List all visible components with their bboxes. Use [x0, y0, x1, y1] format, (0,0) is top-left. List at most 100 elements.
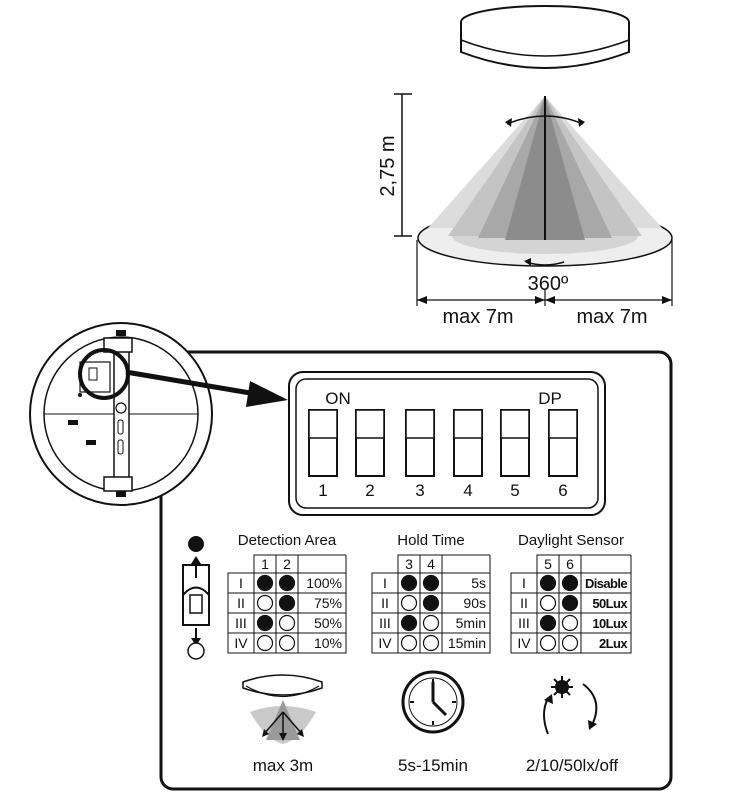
dip-switch-5[interactable]: 5 [500, 409, 530, 500]
filled-dot-icon [188, 536, 204, 552]
row-roman-label: IV [234, 635, 248, 651]
row-value: 5min [456, 615, 486, 631]
range-right-label: max 7m [576, 306, 647, 328]
detection-caption: max 3m [253, 756, 313, 775]
empty-dot-icon [187, 642, 205, 660]
table-row: IV 2Lux [517, 634, 629, 652]
dip-switch-number: 4 [463, 481, 472, 500]
table-row: II 90s [381, 594, 486, 612]
dip-switch-3[interactable]: 3 [405, 409, 435, 500]
row-value: 10% [314, 635, 342, 651]
dip-switch-1[interactable]: 1 [308, 409, 338, 500]
column-header: 4 [427, 556, 435, 572]
row-roman-label: I [383, 575, 387, 591]
empty-dot-icon [422, 614, 440, 632]
detection-area-icon [242, 674, 323, 744]
filled-dot-icon [400, 574, 418, 592]
dip-switch-number: 3 [415, 481, 424, 500]
row-roman-label: I [522, 575, 526, 591]
table-row: IV 15min [378, 634, 486, 652]
day-night-icon [543, 676, 598, 735]
filled-dot-icon [256, 574, 274, 592]
filled-dot-icon [539, 614, 557, 632]
table-row: I 5s [383, 574, 486, 592]
table-row: I 100% [239, 574, 342, 592]
detection-cone [417, 96, 673, 267]
dip-switch-2[interactable]: 2 [355, 409, 385, 500]
row-roman-label: IV [378, 635, 392, 651]
column-header: 3 [405, 556, 413, 572]
filled-dot-icon [422, 594, 440, 612]
dip-dp-label: DP [538, 389, 562, 408]
table-row: I Disable [522, 574, 628, 592]
filled-dot-icon [561, 574, 579, 592]
empty-dot-icon [278, 614, 296, 632]
dip-switch-group: 1 2 3 4 5 6 [308, 409, 578, 500]
row-value: 100% [306, 575, 342, 591]
table-row: III 5min [379, 614, 486, 632]
column-header: 2 [283, 556, 291, 572]
empty-dot-icon [561, 634, 579, 652]
row-value: 10Lux [592, 616, 628, 631]
row-roman-label: II [520, 595, 528, 611]
empty-dot-icon [256, 594, 274, 612]
row-value: 90s [463, 595, 486, 611]
row-value: 50Lux [592, 596, 628, 611]
dip-switch-6[interactable]: 6 [548, 409, 578, 500]
row-roman-label: III [379, 615, 391, 631]
row-value: 2Lux [599, 636, 628, 651]
clock-icon [401, 670, 465, 734]
filled-dot-icon [539, 574, 557, 592]
filled-dot-icon [422, 574, 440, 592]
dip-switch-4[interactable]: 4 [453, 409, 483, 500]
row-roman-label: II [237, 595, 245, 611]
daylight-caption: 2/10/50lx/off [526, 756, 619, 775]
column-header: 5 [544, 556, 552, 572]
empty-dot-icon [400, 594, 418, 612]
empty-dot-icon [561, 614, 579, 632]
empty-dot-icon [278, 634, 296, 652]
column-header: 6 [566, 556, 574, 572]
dip-switch-number: 6 [558, 481, 567, 500]
zoom-arrow [125, 369, 288, 407]
dip-on-label: ON [325, 389, 351, 408]
dip-switch-number: 1 [318, 481, 327, 500]
row-roman-label: III [235, 615, 247, 631]
row-value: Disable [585, 576, 627, 591]
row-roman-label: IV [517, 635, 531, 651]
filled-dot-icon [278, 594, 296, 612]
row-roman-label: III [518, 615, 530, 631]
row-value: 15min [448, 635, 486, 651]
row-value: 5s [471, 575, 486, 591]
range-left-label: max 7m [442, 306, 513, 328]
row-value: 75% [314, 595, 342, 611]
row-roman-label: I [239, 575, 243, 591]
filled-dot-icon [400, 614, 418, 632]
row-roman-label: II [381, 595, 389, 611]
table-row: IV 10% [234, 634, 342, 652]
empty-dot-icon [422, 634, 440, 652]
height-dimension [394, 93, 412, 237]
dip-switch-number: 5 [510, 481, 519, 500]
empty-dot-icon [539, 634, 557, 652]
filled-dot-icon [278, 574, 296, 592]
height-label: 2,75 m [377, 135, 399, 196]
empty-dot-icon [539, 594, 557, 612]
empty-dot-icon [400, 634, 418, 652]
table-row: II 50Lux [520, 594, 629, 612]
table-row: III 10Lux [518, 614, 629, 632]
column-header: 1 [261, 556, 269, 572]
table-title: Detection Area [238, 532, 337, 549]
switch-state-legend [182, 536, 210, 660]
table-title: Daylight Sensor [518, 532, 624, 549]
empty-dot-icon [256, 634, 274, 652]
filled-dot-icon [256, 614, 274, 632]
lamp-base-plate [29, 322, 213, 506]
angle-label: 360º [528, 273, 569, 295]
filled-dot-icon [561, 594, 579, 612]
